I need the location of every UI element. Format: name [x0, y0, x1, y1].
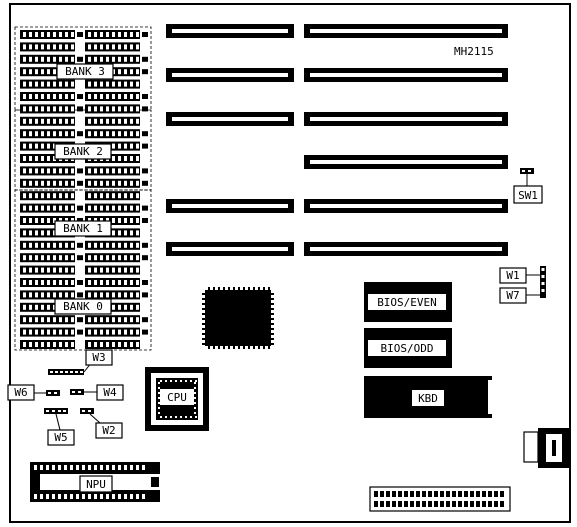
memory-chip-grid [20, 30, 148, 349]
expansion-slots [166, 24, 508, 256]
npu-socket: NPU [30, 462, 160, 502]
w3-label: W3 [92, 351, 105, 364]
w2-label: W2 [102, 424, 115, 437]
kbd-chip: KBD [364, 376, 492, 418]
keyboard-connector [523, 428, 570, 468]
jumper-cluster: W3 W6 W4 W5 W2 [7, 349, 124, 446]
kbd-label: KBD [418, 392, 438, 405]
slot-right-6 [304, 242, 508, 256]
bios-even-label: BIOS/EVEN [377, 296, 437, 309]
w1-label: W1 [506, 269, 519, 282]
slot-right-1 [304, 24, 508, 38]
slot-right-4 [304, 155, 508, 169]
w5-label: W5 [54, 431, 67, 444]
sw1-label: SW1 [518, 189, 538, 202]
slot-right-5 [304, 199, 508, 213]
gate-array-chip [202, 287, 274, 349]
slot-right-3 [304, 112, 508, 126]
bank-labels: BANK 3 BANK 2 BANK 1 BANK 0 [54, 63, 114, 315]
slot-right-2 [304, 68, 508, 82]
bank-2-label: BANK 2 [63, 145, 103, 158]
slot-left-6 [166, 242, 294, 256]
bank-1-label: BANK 1 [63, 222, 103, 235]
w7-label: W7 [506, 289, 519, 302]
power-connector [369, 486, 511, 512]
w1-w7-jumpers: W1 W7 [499, 266, 546, 304]
sw1-switch: SW1 [513, 168, 543, 204]
w4-label: W4 [103, 386, 117, 399]
cpu-label: CPU [167, 391, 187, 404]
slot-left-1 [166, 24, 294, 38]
slot-left-3 [166, 112, 294, 126]
bios-even-chip: BIOS/EVEN [364, 282, 452, 322]
slot-left-5 [166, 199, 294, 213]
bios-odd-chip: BIOS/ODD [364, 328, 452, 368]
bank-0-label: BANK 0 [63, 300, 103, 313]
w6-label: W6 [14, 386, 27, 399]
model-number: MH2115 [454, 45, 494, 58]
npu-label: NPU [86, 478, 106, 491]
cpu-socket: CPU [145, 367, 209, 431]
bank-3-label: BANK 3 [65, 65, 105, 78]
bios-odd-label: BIOS/ODD [381, 342, 434, 355]
slot-left-2 [166, 68, 294, 82]
